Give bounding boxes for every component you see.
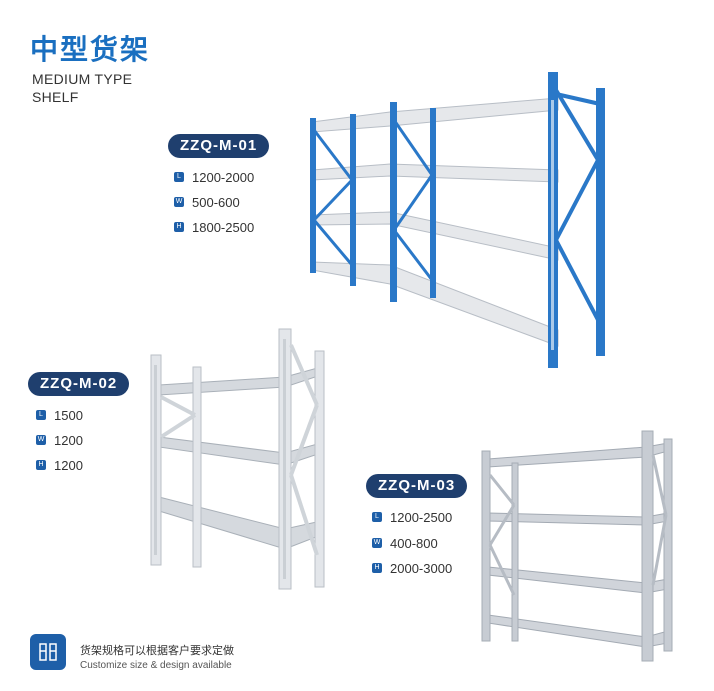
spec-value: 1200-2500 — [390, 509, 453, 525]
subtitle-line-2: SHELF — [32, 89, 79, 105]
spec-row-2-length: L 1500 — [36, 406, 83, 424]
rack-glyph-icon — [39, 643, 57, 661]
shelf-image-2 — [150, 328, 325, 590]
spec-row-1-width: W 500-600 — [174, 193, 240, 211]
footer-text-en: Customize size & design available — [80, 660, 232, 671]
spec-value: 2000-3000 — [390, 560, 453, 576]
subtitle-line-1: MEDIUM TYPE — [32, 71, 133, 87]
model-badge-2: ZZQ-M-02 — [28, 372, 130, 396]
spec-value: 1500 — [54, 407, 83, 423]
page-title: 中型货架 — [30, 33, 151, 66]
height-icon: H — [174, 222, 184, 232]
height-icon: H — [36, 460, 46, 470]
model-badge-3: ZZQ-M-03 — [366, 474, 468, 498]
shelf-image-1 — [310, 72, 605, 368]
shelf-image-3 — [481, 430, 673, 662]
length-icon: L — [36, 410, 46, 420]
length-icon: L — [174, 172, 184, 182]
spec-row-2-width: W 1200 — [36, 431, 83, 449]
spec-value: 500-600 — [192, 194, 240, 210]
spec-row-1-height: H 1800-2500 — [174, 218, 254, 236]
model-badge-1: ZZQ-M-01 — [168, 134, 270, 158]
width-icon: W — [36, 435, 46, 445]
length-icon: L — [372, 512, 382, 522]
spec-value: 1200 — [54, 432, 83, 448]
spec-row-2-height: H 1200 — [36, 456, 83, 474]
spec-row-3-width: W 400-800 — [372, 534, 438, 552]
spec-row-3-height: H 2000-3000 — [372, 559, 452, 577]
spec-value: 1200 — [54, 457, 83, 473]
spec-row-3-length: L 1200-2500 — [372, 508, 452, 526]
spec-value: 1800-2500 — [192, 219, 255, 235]
spec-value: 1200-2000 — [192, 169, 255, 185]
footer-text-cn: 货架规格可以根据客户要求定做 — [80, 644, 234, 657]
spec-value: 400-800 — [390, 535, 438, 551]
height-icon: H — [372, 563, 382, 573]
page-subtitle: MEDIUM TYPE SHELF — [32, 70, 172, 106]
width-icon: W — [174, 197, 184, 207]
shelf-icon — [30, 634, 66, 670]
width-icon: W — [372, 538, 382, 548]
spec-row-1-length: L 1200-2000 — [174, 168, 254, 186]
